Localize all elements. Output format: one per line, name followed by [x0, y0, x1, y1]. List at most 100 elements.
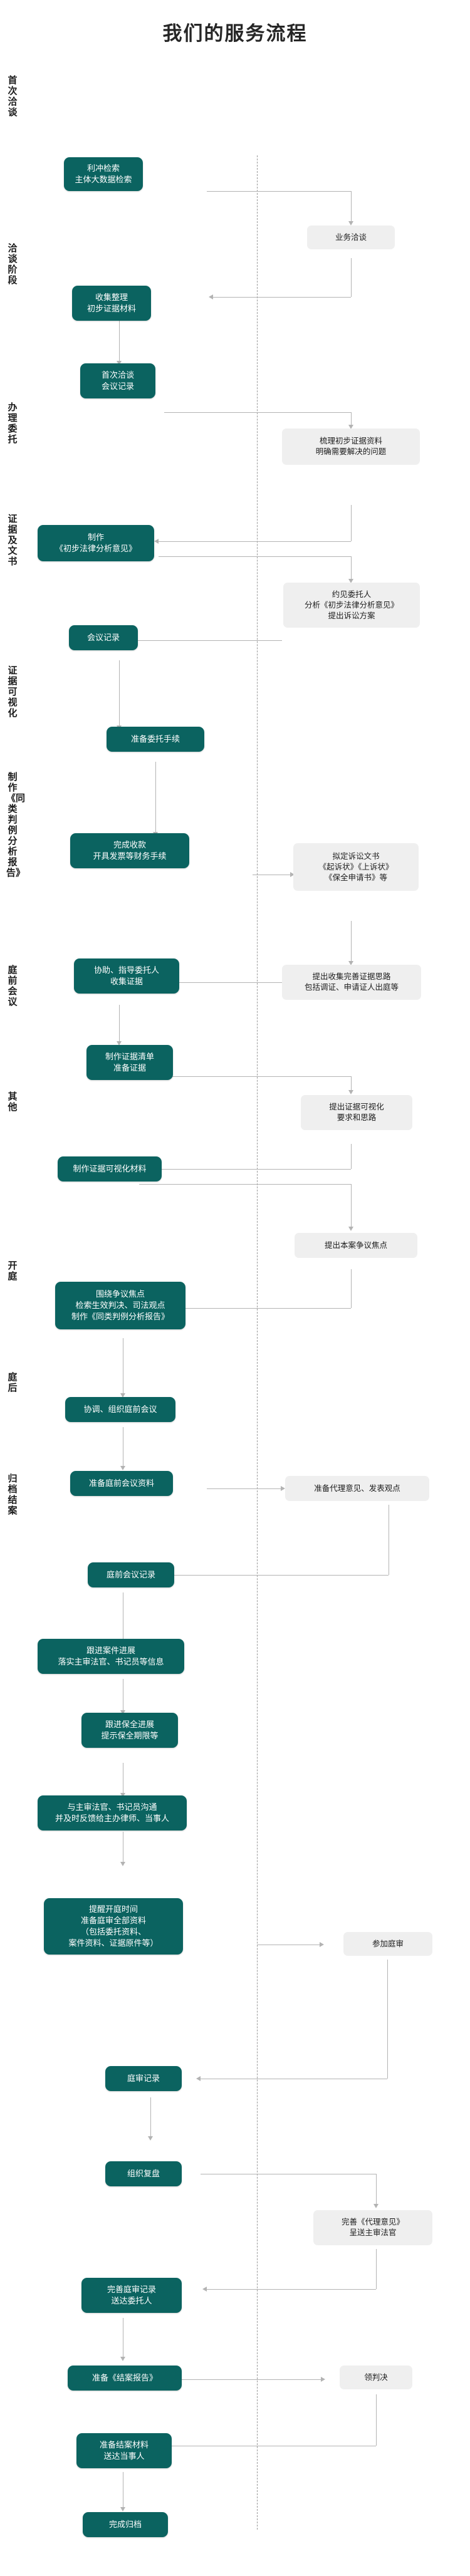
stage-label-consult-phase: 洽谈阶段	[8, 243, 18, 286]
connector-n8-n9-arrow	[117, 1041, 122, 1046]
connector-a2-n4-h	[159, 541, 351, 542]
connector-n3-a2-h	[164, 412, 351, 413]
connector-a7-n11-v	[351, 1269, 352, 1308]
process-node-complete-payment-finance[interactable]: 完成收款 开具发票等财务手续	[70, 833, 189, 868]
connector-a10-n21-v	[376, 2249, 377, 2289]
stage-label-similar-case-report: 制作《同类判例分析报告》	[6, 772, 26, 878]
connector-n8-n9-v	[119, 1005, 120, 1041]
process-node-complete-archiving[interactable]: 完成归档	[83, 2512, 168, 2537]
connector-n10-a7-arrow	[348, 1227, 353, 1231]
connector-n10-a7-h	[139, 1184, 351, 1185]
connector-n1-a1-h	[207, 191, 351, 192]
connector-a1-n2-h	[213, 297, 351, 298]
stage-label-post-trial: 庭后	[8, 1372, 18, 1393]
connector-n2-n3-v	[119, 321, 120, 361]
connector-n19-n20-v	[150, 2097, 151, 2136]
process-node-finalize-trial-record-deliver[interactable]: 完善庭审记录 送达委托人	[81, 2278, 182, 2313]
process-node-similar-case-analysis-report[interactable]: 围绕争议焦点 检索生效判决、司法观点 制作《同类判例分析报告》	[55, 1282, 185, 1329]
annotation-prepare-agent-opinion[interactable]: 准备代理意见、发表观点	[285, 1476, 429, 1501]
process-node-assist-guide-collect-evidence[interactable]: 协助、指导委托人 收集证据	[74, 958, 179, 994]
process-node-pretrial-meeting-minutes[interactable]: 庭前会议记录	[88, 1562, 174, 1587]
connector-n4-a3-arrow	[348, 579, 353, 583]
connector-n1-a1-arrow	[348, 221, 353, 226]
connector-a4-a5-arrow	[348, 961, 353, 965]
process-node-trial-record[interactable]: 庭审记录	[105, 2066, 182, 2091]
annotation-draft-litigation-documents[interactable]: 拟定诉讼文书 《起诉状》《上诉状》 《保全申请书》等	[293, 843, 419, 891]
annotation-attend-trial[interactable]: 参加庭审	[343, 1932, 432, 1956]
annotation-business-negotiation[interactable]: 业务洽谈	[307, 226, 395, 249]
process-node-follow-preservation-progress[interactable]: 跟进保全进展 提示保全期限等	[81, 1713, 178, 1748]
connector-n5-n6-v	[119, 660, 120, 725]
stage-label-pretrial-meeting: 庭前会议	[8, 965, 18, 1007]
connector-n16-n17-arrow	[120, 1793, 125, 1797]
process-node-conflict-search[interactable]: 利冲检索 主体大数据检索	[64, 157, 143, 191]
stage-label-evidence-visual: 证据可视化	[8, 665, 18, 719]
connector-n21-n22-arrow	[120, 2357, 125, 2361]
connector-n13-a8-arrow	[281, 1486, 285, 1491]
stage-label-archive-close: 归档结案	[8, 1473, 18, 1516]
connector-a1-n2-arrow	[209, 294, 213, 299]
process-node-draft-preliminary-legal-opinion[interactable]: 制作 《初步法律分析意见》	[38, 525, 154, 561]
process-node-prepare-closing-report[interactable]: 准备《结案报告》	[68, 2366, 182, 2391]
annotation-meet-client-analyze-opinion[interactable]: 约见委托人 分析《初步法律分析意见》 提出诉讼方案	[283, 583, 420, 628]
connector-a10-n21-arrow	[202, 2287, 207, 2292]
connector-n19-n20-arrow	[148, 2136, 153, 2141]
connector-n13-a8-h	[207, 1488, 281, 1489]
process-node-make-evidence-list[interactable]: 制作证据清单 准备证据	[86, 1045, 173, 1080]
connector-n18-a9-arrow	[320, 1942, 324, 1947]
process-node-organize-review[interactable]: 组织复盘	[105, 2161, 182, 2186]
connector-n17-n18-arrow	[120, 1862, 125, 1866]
connector-n3-a2-v	[351, 412, 352, 425]
annotation-sort-evidence-clarify-issues[interactable]: 梳理初步证据资料 明确需要解决的问题	[282, 428, 420, 465]
process-node-collect-evidence-materials[interactable]: 收集整理 初步证据材料	[72, 286, 151, 321]
connector-n9-a6-h	[159, 1076, 351, 1077]
connector-n22-a11-arrow	[321, 2377, 325, 2382]
connector-a10-n21-h	[207, 2289, 376, 2290]
process-node-prepare-entrust-formalities[interactable]: 准备委托手续	[107, 727, 204, 752]
annotation-receive-judgment[interactable]: 领判决	[340, 2366, 412, 2389]
connector-n7-a4-arrow	[290, 872, 295, 877]
connector-a1-n2-v	[351, 258, 352, 297]
process-node-prepare-closing-materials-deliver[interactable]: 准备结案材料 送达当事人	[76, 2433, 172, 2468]
process-node-meeting-minutes[interactable]: 会议记录	[69, 625, 138, 650]
connector-a6-n10-h	[139, 1169, 351, 1170]
connector-n4-a3-v	[351, 556, 352, 579]
connector-n15-n16-arrow	[120, 1710, 125, 1715]
connector-n4-a3-h	[159, 556, 351, 557]
connector-a7-n11-h	[164, 1308, 351, 1309]
process-node-make-evidence-visuals[interactable]: 制作证据可视化材料	[58, 1156, 162, 1182]
connector-n20-a10-arrow	[373, 2204, 379, 2208]
annotation-finalize-agent-opinion-submit[interactable]: 完善《代理意见》 呈送主审法官	[313, 2210, 432, 2245]
connector-n3-a2-arrow	[348, 425, 353, 429]
connector-n20-a10-v	[376, 2174, 377, 2204]
connector-n22-a11-h	[182, 2379, 321, 2380]
swimlane-divider-1	[257, 155, 258, 2530]
connector-n23-n24-arrow	[120, 2507, 125, 2511]
annotation-raise-case-disputes[interactable]: 提出本案争议焦点	[295, 1233, 417, 1258]
connector-a2-n4-arrow	[154, 539, 159, 544]
stage-label-other: 其他	[8, 1091, 18, 1113]
connector-a4-a5-v	[351, 921, 352, 961]
process-node-prepare-pretrial-materials[interactable]: 准备庭前会议资料	[70, 1471, 173, 1496]
connector-n12-n13-arrow	[120, 1466, 125, 1470]
connector-a11-n23-v	[376, 2394, 377, 2446]
connector-a9-n19-v	[387, 1960, 388, 2079]
stage-label-court-session: 开庭	[8, 1260, 18, 1282]
connector-n6-n7-v	[155, 762, 156, 832]
process-node-organize-pretrial-meeting[interactable]: 协调、组织庭前会议	[65, 1397, 175, 1422]
stage-label-evidence-docs: 证据及文书	[8, 514, 18, 567]
process-node-follow-case-progress[interactable]: 跟进案件进展 落实主审法官、书记员等信息	[38, 1639, 184, 1674]
process-node-remind-court-date-prepare-materials[interactable]: 提醒开庭时间 准备庭审全部资料 （包括委托资料、 案件资料、证据原件等）	[44, 1898, 183, 1955]
process-node-first-consult-minutes[interactable]: 首次洽谈 会议记录	[80, 363, 155, 398]
connector-a2-n4-v	[351, 505, 352, 541]
connector-a3-n5-h	[121, 640, 282, 641]
annotation-evidence-collection-ideas[interactable]: 提出收集完善证据思路 包括调证、申请证人出庭等	[282, 965, 421, 1000]
process-node-communicate-judge-clerk[interactable]: 与主审法官、书记员沟通 并及时反馈给主办律师、当事人	[38, 1795, 187, 1831]
stage-label-handle-entrust: 办理委托	[8, 402, 18, 445]
annotation-evidence-visualization-requirements[interactable]: 提出证据可视化 要求和思路	[301, 1095, 412, 1130]
connector-a8-n14-h	[170, 1575, 389, 1576]
connector-n10-a7-v	[351, 1184, 352, 1227]
stage-label-first-consult: 首次洽谈	[8, 75, 18, 118]
connector-n9-a6-v	[351, 1076, 352, 1090]
